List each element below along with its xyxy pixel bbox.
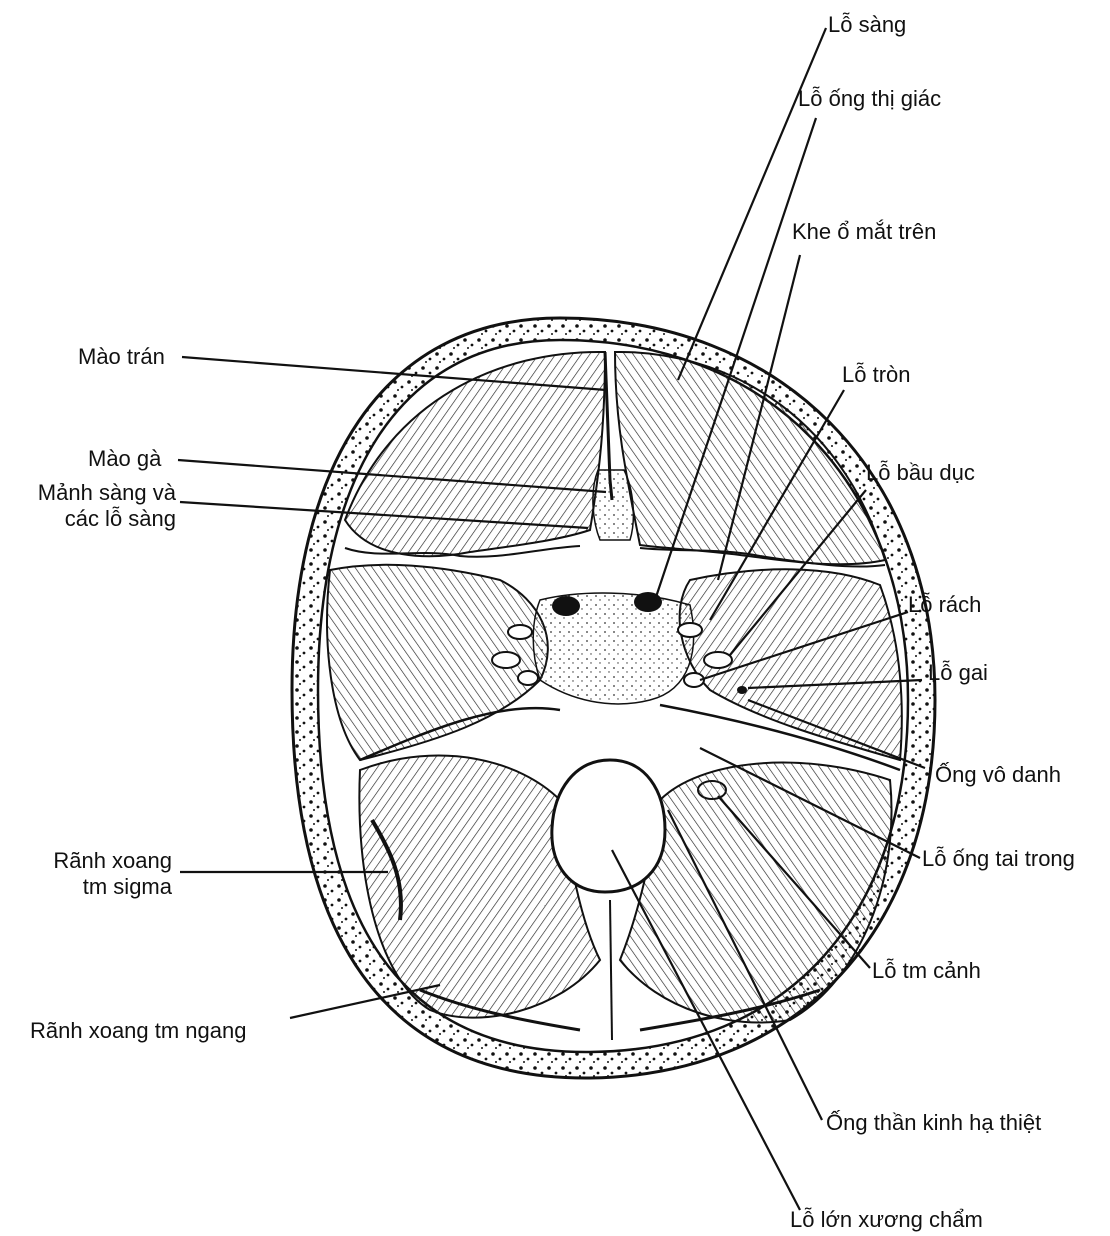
foramen-magnum [552, 760, 665, 892]
label-ranh-sigma-line1: Rãnh xoang [20, 848, 172, 874]
label-lo-tm-canh: Lỗ tm cảnh [872, 958, 981, 984]
label-manh-sang-line1: Mảnh sàng và [10, 480, 176, 506]
label-mao-tran: Mào trán [78, 344, 165, 370]
label-lo-ong-thi-giac: Lỗ ống thị giác [798, 86, 941, 112]
label-mao-ga: Mào gà [88, 446, 161, 472]
label-lo-lon-xuong-cham: Lỗ lớn xương chẩm [790, 1207, 983, 1233]
label-ranh-sigma-line2: tm sigma [20, 874, 172, 900]
leader-lo-sang [678, 28, 826, 380]
label-lo-ong-tai-trong: Lỗ ống tai trong [922, 846, 1075, 872]
label-ranh-ngang: Rãnh xoang tm ngang [30, 1018, 247, 1044]
label-ong-vo-danh: Ống vô danh [935, 762, 1061, 788]
label-manh-sang-line2: các lỗ sàng [10, 506, 176, 532]
label-ong-than-kinh-ha-thiet: Ống thần kinh hạ thiệt [826, 1110, 1041, 1136]
label-manh-sang: Mảnh sàng và các lỗ sàng [10, 480, 176, 532]
label-lo-tron: Lỗ tròn [842, 362, 911, 388]
label-ranh-sigma: Rãnh xoang tm sigma [20, 848, 172, 900]
label-lo-gai: Lỗ gai [928, 660, 988, 686]
label-lo-rach: Lỗ rách [908, 592, 981, 618]
label-lo-sang: Lỗ sàng [828, 12, 906, 38]
label-lo-bau-duc: Lỗ bầu dục [866, 460, 975, 486]
label-khe-o-mat-tren: Khe ổ mắt trên [792, 219, 936, 245]
